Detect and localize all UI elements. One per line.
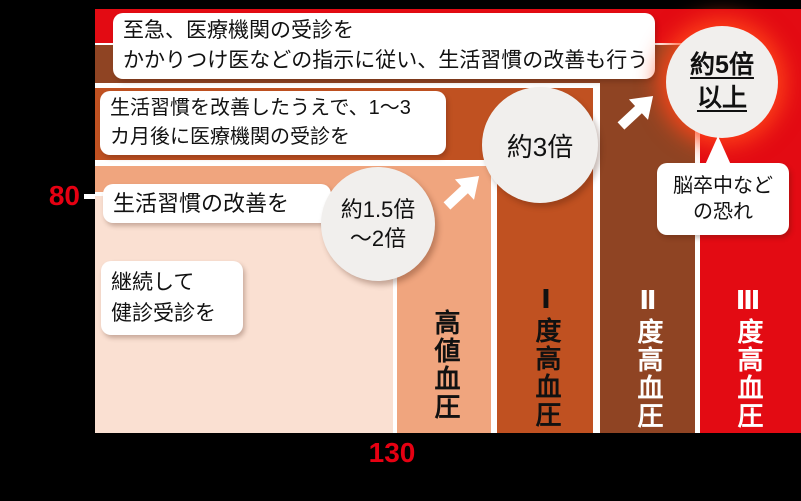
- y-axis-tick-80: 80: [48, 180, 80, 211]
- band-label-kochi: 高値血圧: [431, 309, 461, 421]
- advice-line: 至急、医療機関の受診を: [123, 19, 354, 42]
- band-label-grade1: Ⅰ度高血圧: [532, 285, 562, 429]
- risk-line: 以上: [696, 84, 747, 112]
- advice-line: 生活習慣の改善を: [113, 191, 290, 216]
- risk-line: 〜2倍: [349, 226, 407, 251]
- stroke-warning-bubble: 脳卒中など の恐れ: [657, 136, 789, 235]
- advice-line: 継続して: [111, 271, 195, 294]
- risk-line: 約3倍: [506, 131, 574, 162]
- advice-line: 健診受診を: [111, 302, 216, 325]
- advice-box-urgent: 至急、医療機関の受診を かかりつけ医などの指示に従い、生活習慣の改善も行う: [113, 13, 655, 79]
- risk-circle-3x: 約3倍: [482, 87, 598, 203]
- risk-line: 約5倍: [690, 51, 754, 79]
- risk-line: 約1.5倍: [340, 197, 416, 222]
- advice-box-lifestyle: 生活習慣の改善を: [103, 184, 331, 223]
- arrow-up-right-icon: [443, 175, 480, 210]
- warning-line: 脳卒中など: [673, 175, 773, 197]
- risk-circle-1-5x: 約1.5倍 〜2倍: [321, 167, 435, 281]
- advice-line: 生活習慣を改善したうえで、1〜3: [110, 97, 411, 119]
- arrow-up-right-icon: [617, 95, 654, 130]
- band-label-grade3: Ⅲ度高血圧: [734, 286, 764, 430]
- x-axis-tick-130: 130: [368, 437, 416, 468]
- y-axis-tick-mark: [84, 194, 95, 199]
- advice-box-checkup: 継続して 健診受診を: [101, 261, 243, 335]
- advice-line: かかりつけ医などの指示に従い、生活習慣の改善も行う: [123, 49, 649, 72]
- bp-chart-area: 至急、医療機関の受診を かかりつけ医などの指示に従い、生活習慣の改善も行う 生活…: [95, 9, 801, 433]
- warning-line: の恐れ: [693, 201, 753, 223]
- band-label-grade2: Ⅱ度高血圧: [634, 286, 664, 430]
- bubble-pointer: [705, 136, 731, 165]
- advice-line: カ月後に医療機関の受診を: [110, 126, 350, 148]
- advice-box-1-3-months: 生活習慣を改善したうえで、1〜3 カ月後に医療機関の受診を: [100, 91, 446, 155]
- risk-circle-5x: 約5倍 以上: [666, 26, 778, 138]
